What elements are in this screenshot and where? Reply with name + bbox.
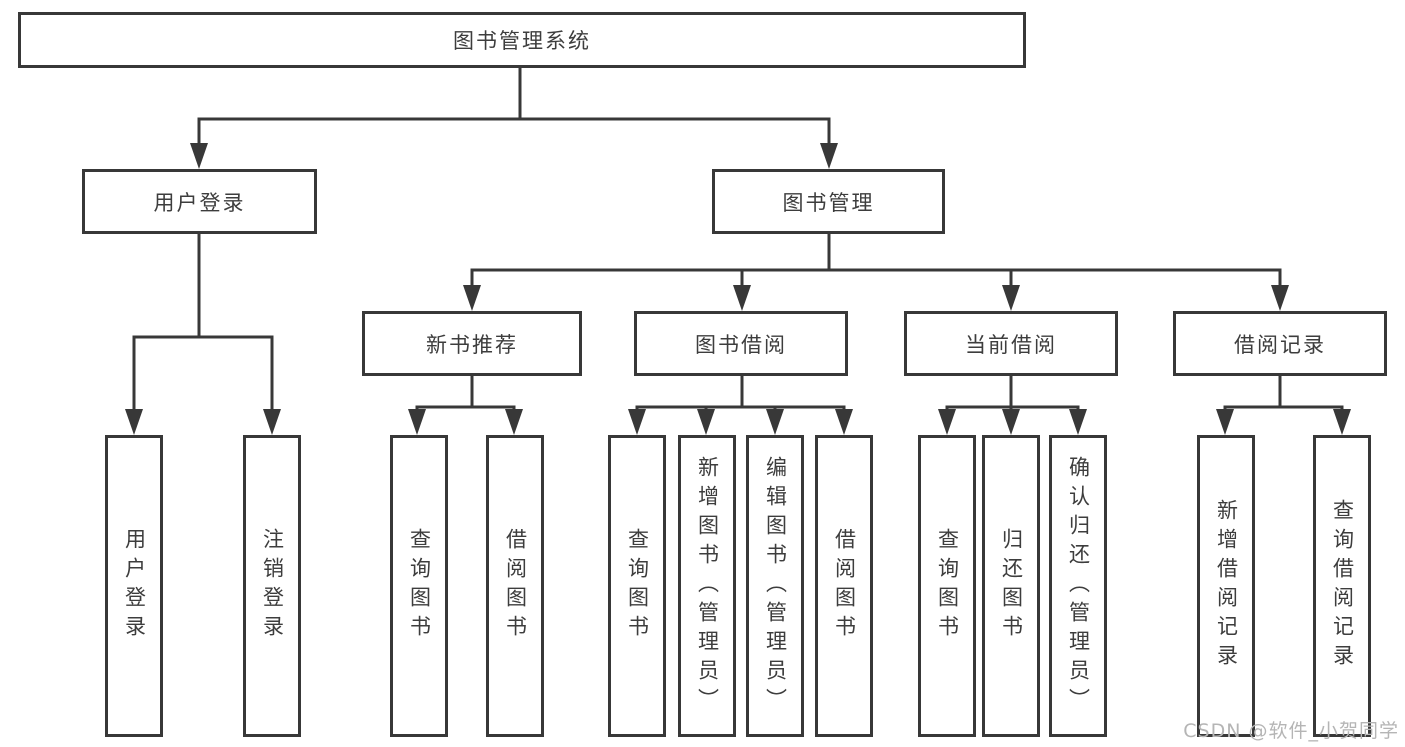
leaf-confirm-return-admin-label: 确认归还（管理员） bbox=[1066, 455, 1091, 717]
leaf-user-login-label: 用户登录 bbox=[122, 528, 147, 644]
leaf-borrow-books: 借阅图书 bbox=[815, 435, 873, 737]
arrowhead bbox=[505, 409, 523, 435]
leaf-query-books-borrow-label: 查询图书 bbox=[625, 528, 650, 644]
arrowhead bbox=[408, 409, 426, 435]
arrowhead bbox=[1216, 409, 1234, 435]
arrowhead bbox=[820, 143, 838, 169]
leaf-add-borrow-record: 新增借阅记录 bbox=[1197, 435, 1255, 737]
node-user-login-label: 用户登录 bbox=[153, 190, 246, 215]
arrowhead bbox=[1002, 409, 1020, 435]
leaf-edit-book-admin: 编辑图书（管理员） bbox=[746, 435, 804, 737]
arrowhead bbox=[697, 409, 715, 435]
node-book-borrow: 图书借阅 bbox=[634, 311, 848, 376]
node-borrow-records-label: 借阅记录 bbox=[1234, 332, 1326, 357]
arrowhead bbox=[190, 143, 208, 169]
csdn-watermark: CSDN @软件_小贺同学 bbox=[1183, 720, 1399, 742]
leaf-query-books-borrow: 查询图书 bbox=[608, 435, 666, 737]
arrowhead bbox=[263, 409, 281, 435]
leaf-query-books-current: 查询图书 bbox=[918, 435, 976, 737]
arrowhead bbox=[125, 409, 143, 435]
leaf-add-borrow-record-label: 新增借阅记录 bbox=[1214, 499, 1239, 673]
node-current-borrow-label: 当前借阅 bbox=[965, 332, 1057, 357]
node-new-book-recommend: 新书推荐 bbox=[362, 311, 582, 376]
leaf-borrow-books-recommend-label: 借阅图书 bbox=[503, 528, 528, 644]
node-current-borrow: 当前借阅 bbox=[904, 311, 1118, 376]
arrowhead bbox=[1333, 409, 1351, 435]
leaf-query-books-recommend: 查询图书 bbox=[390, 435, 448, 737]
leaf-query-borrow-record: 查询借阅记录 bbox=[1313, 435, 1371, 737]
leaf-return-book: 归还图书 bbox=[982, 435, 1040, 737]
leaf-logout: 注销登录 bbox=[243, 435, 301, 737]
node-user-login: 用户登录 bbox=[82, 169, 317, 234]
arrowhead bbox=[733, 285, 751, 311]
arrowhead bbox=[1069, 409, 1087, 435]
node-root-label: 图书管理系统 bbox=[453, 29, 591, 53]
node-book-borrow-label: 图书借阅 bbox=[695, 332, 787, 357]
arrowhead bbox=[463, 285, 481, 311]
leaf-user-login: 用户登录 bbox=[105, 435, 163, 737]
leaf-add-book-admin-label: 新增图书（管理员） bbox=[695, 455, 720, 717]
node-new-book-recommend-label: 新书推荐 bbox=[426, 332, 518, 357]
arrowhead bbox=[766, 409, 784, 435]
leaf-confirm-return-admin: 确认归还（管理员） bbox=[1049, 435, 1107, 737]
leaf-return-book-label: 归还图书 bbox=[999, 528, 1024, 644]
arrowhead bbox=[628, 409, 646, 435]
arrowhead bbox=[1002, 285, 1020, 311]
arrowhead bbox=[1271, 285, 1289, 311]
node-borrow-records: 借阅记录 bbox=[1173, 311, 1387, 376]
leaf-borrow-books-recommend: 借阅图书 bbox=[486, 435, 544, 737]
leaf-query-books-current-label: 查询图书 bbox=[935, 528, 960, 644]
leaf-query-borrow-record-label: 查询借阅记录 bbox=[1330, 499, 1355, 673]
node-book-management: 图书管理 bbox=[712, 169, 945, 234]
leaf-logout-label: 注销登录 bbox=[260, 528, 285, 644]
arrowhead bbox=[835, 409, 853, 435]
arrowhead bbox=[938, 409, 956, 435]
leaf-edit-book-admin-label: 编辑图书（管理员） bbox=[763, 455, 788, 717]
leaf-query-books-recommend-label: 查询图书 bbox=[407, 528, 432, 644]
node-book-management-label: 图书管理 bbox=[782, 190, 875, 215]
node-root: 图书管理系统 bbox=[18, 12, 1026, 68]
leaf-borrow-books-label: 借阅图书 bbox=[832, 528, 857, 644]
leaf-add-book-admin: 新增图书（管理员） bbox=[678, 435, 736, 737]
